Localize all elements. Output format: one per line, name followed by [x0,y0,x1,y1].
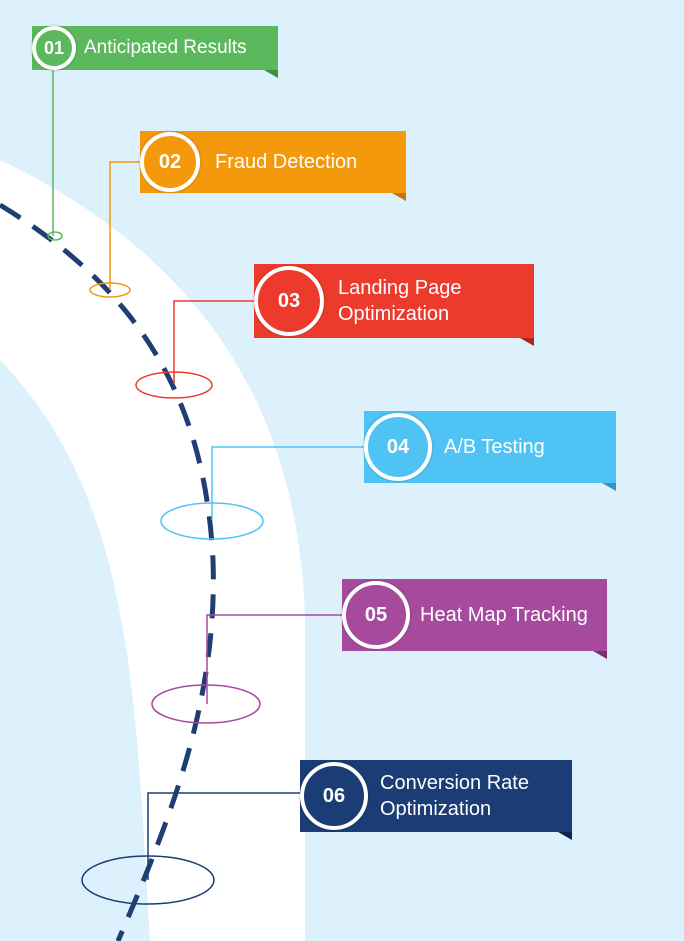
banner-fold [264,70,278,78]
step-6: Conversion Rate Optimization 06 [300,760,572,840]
dashed-route [0,202,216,941]
step-1: Anticipated Results 01 [32,26,278,78]
road [0,160,305,941]
step-2: Fraud Detection 02 [140,131,406,201]
step-label: Heat Map Tracking [420,604,588,626]
step-5: Heat Map Tracking 05 [342,579,607,659]
step-number: 02 [158,150,182,173]
step-number: 05 [364,603,388,626]
step-number: 04 [386,435,410,458]
step-number: 03 [277,289,301,312]
connector-line-5 [206,614,342,704]
step-number-badge: 03 [254,266,324,336]
connector-line-6 [147,792,300,880]
step-number-badge: 04 [364,413,432,481]
road-marker-3 [135,371,213,399]
step-number-badge: 01 [32,26,76,70]
road-marker-2 [89,282,131,298]
banner-fold [593,651,607,659]
connector-line-4 [211,446,364,520]
step-label: Landing Page Optimization [338,277,462,325]
banner-fold [558,832,572,840]
road-marker-4 [160,502,264,540]
step-label: Fraud Detection [215,151,358,173]
step-number: 06 [322,784,346,807]
step-number-badge: 06 [300,762,368,830]
step-4: A/B Testing 04 [364,411,616,491]
step-number-badge: 02 [140,132,200,192]
step-3: Landing Page Optimization 03 [254,264,534,346]
road-marker-5 [151,684,261,724]
road-marker-6 [81,855,215,905]
step-label: A/B Testing [444,436,545,458]
banner-fold [520,338,534,346]
banner-fold [602,483,616,491]
step-label: Anticipated Results [84,37,247,58]
step-number: 01 [43,37,65,58]
road-marker-1 [47,231,63,241]
step-number-badge: 05 [342,581,410,649]
connector-line-3 [173,300,254,384]
step-label: Conversion Rate Optimization [380,772,529,820]
connector-line-2 [109,161,142,290]
banner-fold [392,193,406,201]
